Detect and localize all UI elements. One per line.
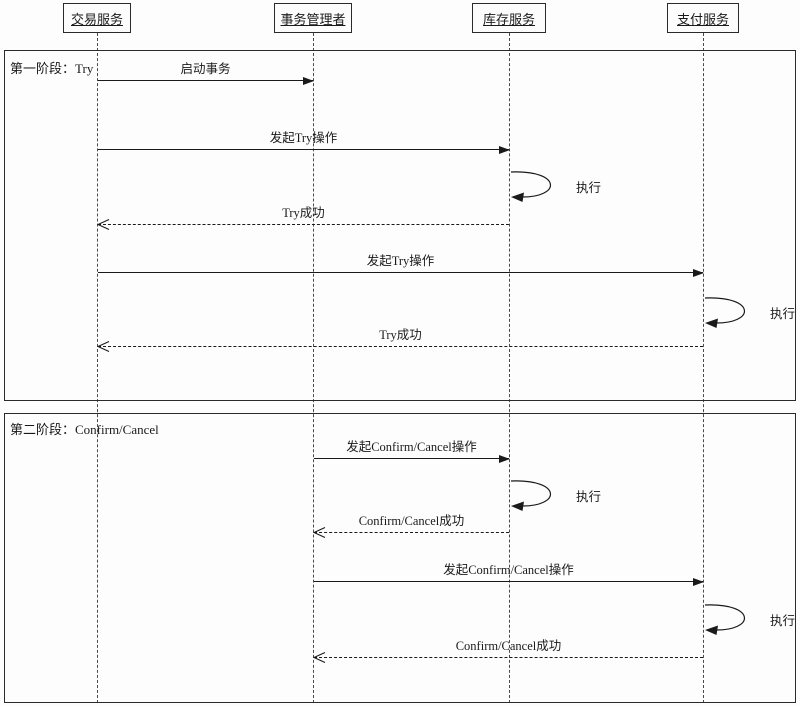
phase-2-frame [4, 413, 796, 703]
lifeline-transaction-service [97, 33, 98, 703]
message-line [98, 80, 313, 81]
message-line [314, 581, 703, 582]
loop-label: 执行 [770, 306, 796, 321]
message-try-payment: 发起Try操作 [98, 253, 704, 277]
filled-arrowhead-icon [693, 269, 704, 277]
message-line [314, 657, 703, 658]
phase-1-label: 第一阶段：Try [10, 61, 94, 76]
message-line [314, 458, 509, 459]
participant-box-payment-service: 支付服务 [667, 3, 739, 33]
participant-label: 事务管理者 [280, 11, 346, 27]
message-label: Try成功 [379, 328, 422, 342]
phase-2-label: 第二阶段：Confirm/Cancel [10, 422, 159, 437]
filled-arrowhead-icon [499, 146, 510, 154]
participant-label: 支付服务 [676, 11, 729, 27]
self-loop-execute-payment-confirm: 执行 [704, 601, 795, 637]
lifeline-inventory-service [509, 33, 510, 703]
message-line [98, 272, 703, 273]
loop-label: 执行 [576, 180, 602, 195]
message-line [98, 346, 703, 347]
message-label: 发起Confirm/Cancel操作 [443, 563, 574, 577]
message-confirm-cancel-inventory: 发起Confirm/Cancel操作 [314, 439, 510, 463]
filled-arrowhead-icon [693, 578, 704, 586]
open-arrowhead-icon [97, 340, 110, 353]
loop-arc-icon [704, 297, 745, 328]
open-arrowhead-icon [313, 651, 326, 664]
lifeline-payment-service [703, 33, 704, 703]
message-confirm-cancel-success-payment: Confirm/Cancel成功 [313, 638, 703, 664]
message-label: Confirm/Cancel成功 [358, 514, 465, 528]
participant-box-transaction-manager: 事务管理者 [274, 3, 352, 33]
message-line [98, 149, 509, 150]
lifeline-transaction-manager [313, 33, 314, 703]
self-loop-execute-inventory-confirm: 执行 [510, 477, 601, 513]
message-line [314, 532, 509, 533]
message-start-transaction: 启动事务 [98, 61, 314, 85]
loop-label: 执行 [576, 489, 602, 504]
participant-box-inventory-service: 库存服务 [472, 3, 546, 33]
message-confirm-cancel-payment: 发起Confirm/Cancel操作 [314, 562, 704, 586]
participant-label: 库存服务 [482, 11, 535, 27]
message-line [98, 224, 509, 225]
filled-arrowhead-icon [499, 455, 510, 463]
message-try-inventory: 发起Try操作 [98, 130, 510, 154]
message-label: 发起Confirm/Cancel操作 [346, 440, 477, 454]
participant-box-transaction-service: 交易服务 [63, 3, 131, 33]
message-confirm-cancel-success-inventory: Confirm/Cancel成功 [313, 513, 509, 539]
message-try-success-payment: Try成功 [97, 327, 703, 353]
message-label: 启动事务 [180, 62, 231, 76]
message-label: 发起Try操作 [269, 131, 338, 145]
participant-label: 交易服务 [70, 11, 123, 27]
self-loop-execute-payment-try: 执行 [704, 294, 795, 330]
message-try-success-inventory: Try成功 [97, 205, 509, 231]
open-arrowhead-icon [97, 218, 110, 231]
open-arrowhead-icon [313, 526, 326, 539]
loop-arc-icon [704, 604, 745, 635]
message-label: Try成功 [282, 206, 325, 220]
loop-arc-icon [510, 480, 551, 511]
phase-1-frame [4, 50, 796, 401]
loop-label: 执行 [770, 613, 796, 628]
message-label: Confirm/Cancel成功 [455, 639, 562, 653]
filled-arrowhead-icon [303, 77, 314, 85]
message-label: 发起Try操作 [366, 254, 435, 268]
loop-arc-icon [510, 171, 551, 202]
self-loop-execute-inventory-try: 执行 [510, 168, 601, 204]
